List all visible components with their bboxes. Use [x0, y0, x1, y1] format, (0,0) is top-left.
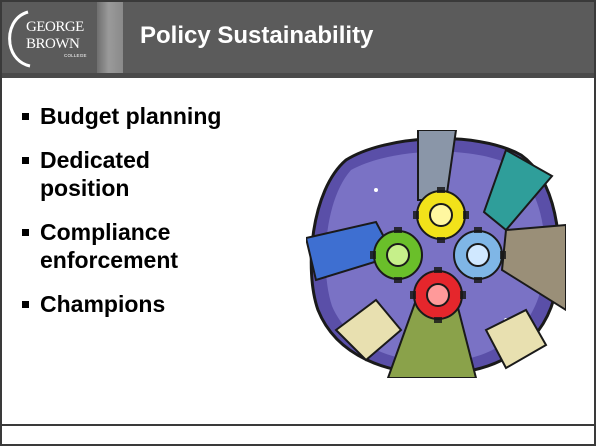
- bullet-text: Compliance: [40, 219, 171, 245]
- logo-line-1: GEORGE: [26, 19, 84, 35]
- bullet-text: position: [40, 175, 130, 201]
- slide-header: GEORGE BROWN COLLEGE Policy Sustainabili…: [2, 2, 594, 73]
- logo-swoosh-icon: [8, 10, 31, 68]
- list-item: Budget planning: [22, 102, 221, 130]
- bullet-list: Budget planning Dedicated position Compl…: [22, 102, 221, 318]
- george-brown-logo: GEORGE BROWN COLLEGE: [6, 8, 92, 68]
- list-item: Champions: [22, 290, 221, 318]
- logo-line-2: BROWN: [26, 36, 80, 52]
- bullet-square-icon: [22, 229, 29, 236]
- bullet-text: Champions: [40, 291, 166, 317]
- bullet-text: enforcement: [40, 247, 179, 273]
- bullet-square-icon: [22, 301, 29, 308]
- bullet-square-icon: [22, 157, 29, 164]
- bullet-text: Dedicated: [40, 147, 150, 173]
- gears-teamwork-clipart: [306, 130, 566, 378]
- header-strip: [97, 2, 123, 73]
- footer-divider: [2, 424, 594, 426]
- list-item: Dedicated position: [22, 146, 221, 202]
- bullet-square-icon: [22, 113, 29, 120]
- header-divider: [2, 73, 594, 78]
- logo-line-3: COLLEGE: [64, 53, 87, 58]
- page-title: Policy Sustainability: [140, 22, 374, 49]
- bullet-text: Budget planning: [40, 103, 222, 129]
- list-item: Compliance enforcement: [22, 218, 221, 274]
